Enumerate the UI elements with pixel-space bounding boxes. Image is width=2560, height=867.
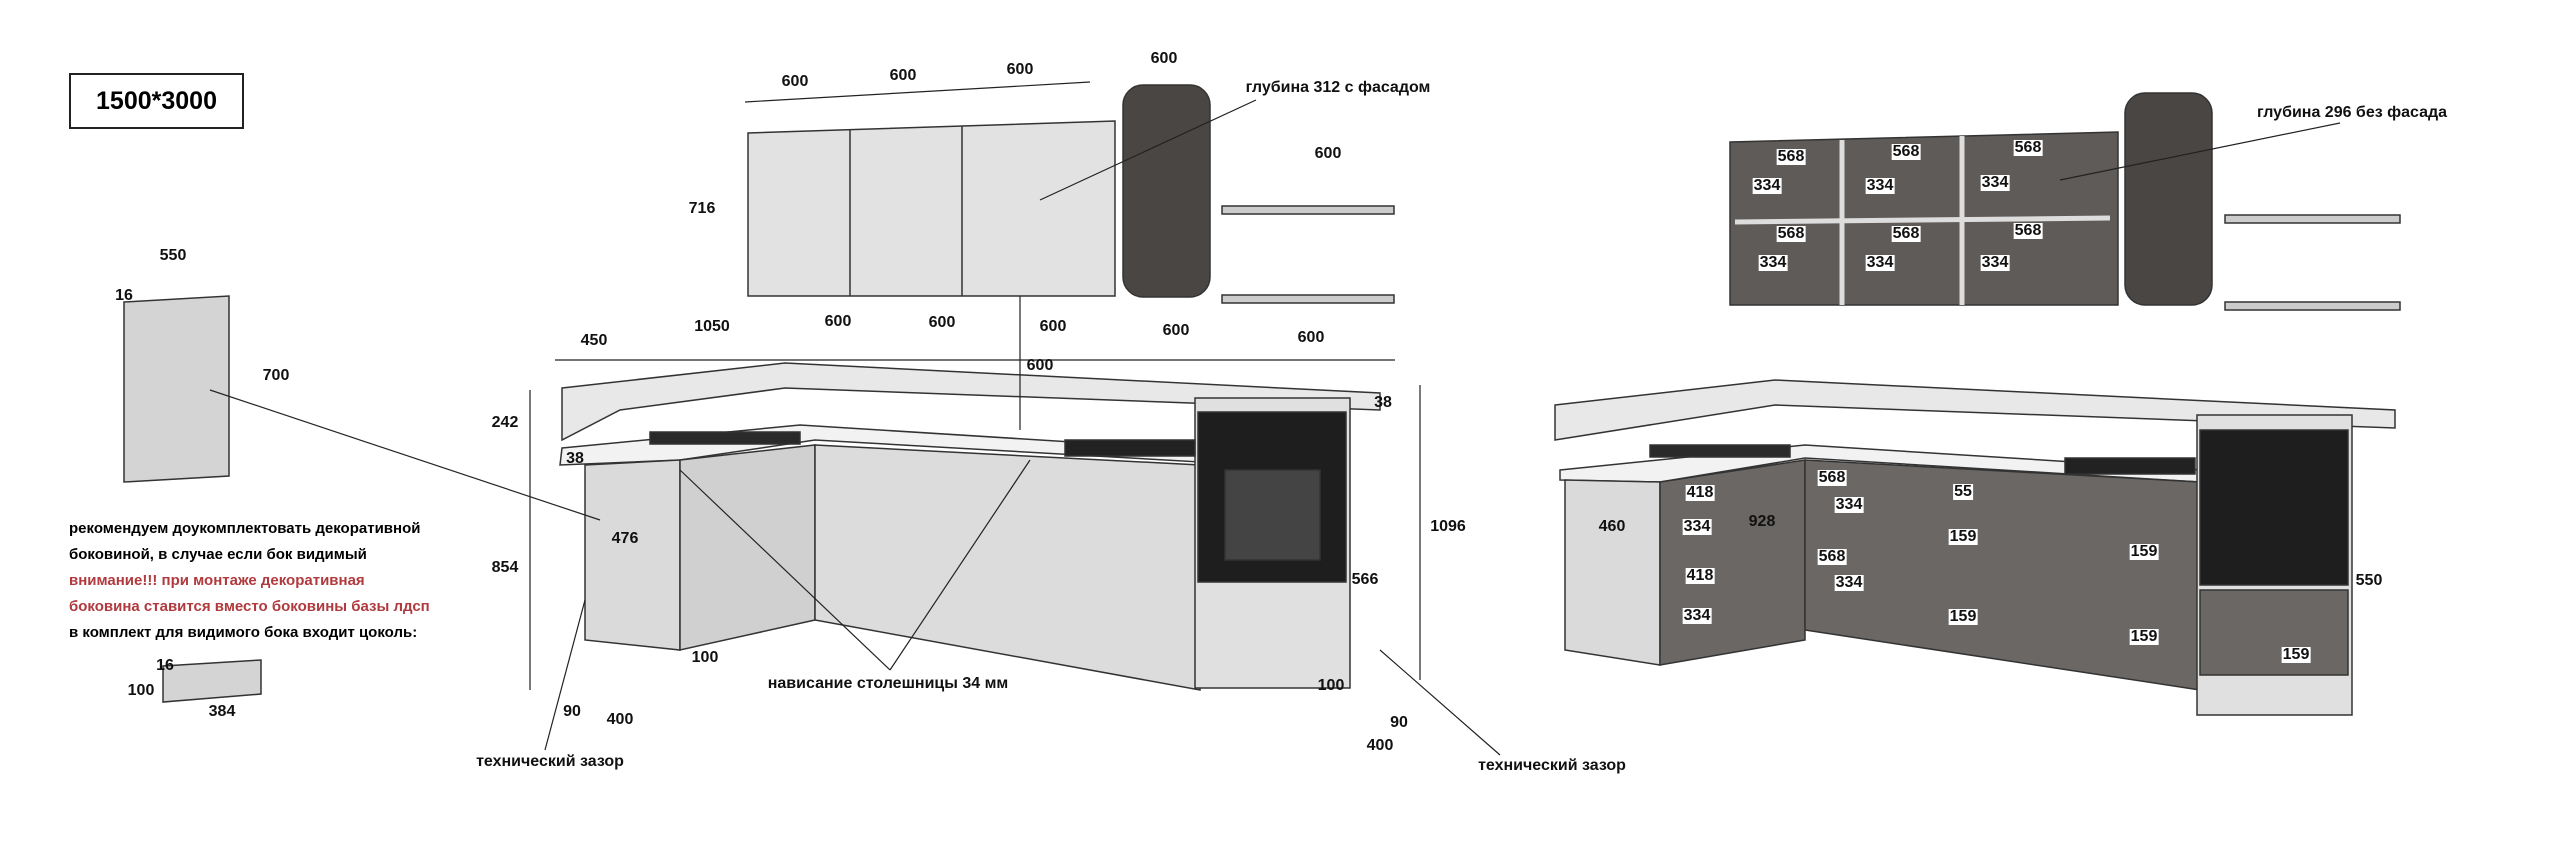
dim-base-right: 159 (1948, 608, 1978, 625)
dim-base-width: 600 (928, 314, 956, 331)
upper-depth-note-right: глубина 296 без фасада (2256, 104, 2448, 121)
dim-inner-height: 334 (1758, 254, 1788, 271)
dim-inner-width: 568 (1891, 143, 1921, 160)
dim-upper-width: 600 (889, 67, 917, 84)
dim-base-right: 460 (1598, 518, 1626, 535)
dim-gap-left: 90 (563, 703, 581, 720)
plinth-thickness: 16 (156, 657, 174, 674)
warning-line: внимание!!! при монтаже декоративная (69, 572, 365, 589)
dim-inner-width: 568 (2013, 139, 2043, 156)
dim-base-width: 600 (1297, 329, 1325, 346)
side-panel-width: 550 (159, 247, 187, 264)
upper-depth-note-left: глубина 312 с фасадом (1245, 79, 1431, 96)
shelf-right-2 (2224, 301, 2401, 311)
dim-inner-height: 334 (1752, 177, 1782, 194)
dim-base-right: 159 (2281, 646, 2311, 663)
dim-overhang-right: 38 (1374, 394, 1392, 411)
recommendation-note: рекомендуем доукомплектовать декоративно… (69, 516, 430, 646)
dim-base-height: 854 (491, 559, 519, 576)
warning-line: боковина ставится вместо боковины базы л… (69, 598, 430, 615)
dim-base-right: 334 (1834, 574, 1864, 591)
dim-base-right: 334 (1682, 607, 1712, 624)
dim-upper-width: 600 (781, 73, 809, 90)
sink-right (1649, 444, 1791, 458)
side-panel (123, 295, 230, 483)
dim-gap-height: 600 (1026, 357, 1054, 374)
dim-base-right: 334 (1682, 518, 1712, 535)
shelf-right-1 (2224, 214, 2401, 224)
dim-base-right: 928 (1748, 513, 1776, 530)
dim-base-width: 600 (824, 313, 852, 330)
side-panel-height: 700 (262, 367, 290, 384)
backsplash-left (561, 362, 1381, 442)
dim-base-right: 418 (1685, 567, 1715, 584)
dim-base-right: 568 (1817, 548, 1847, 565)
dim-gap-right: 400 (1366, 737, 1394, 754)
dim-gap-left: 400 (606, 711, 634, 728)
base-cabinets-left (584, 459, 681, 651)
dim-inner-width: 568 (1776, 225, 1806, 242)
dim-base-right: 418 (1685, 484, 1715, 501)
dim-base-width: 450 (580, 332, 608, 349)
dim-inner-height: 334 (1980, 254, 2010, 271)
dim-upper-width: 600 (1006, 61, 1034, 78)
oven-right (2199, 429, 2349, 586)
shelf-left-2 (1221, 294, 1395, 304)
dim-oven-depth: 566 (1351, 571, 1379, 588)
dim-base-width: 1050 (694, 318, 730, 335)
dim-inner-height: 334 (1980, 174, 2010, 191)
dim-gap-right: 90 (1390, 714, 1408, 731)
note-line: рекомендуем доукомплектовать декоративно… (69, 520, 421, 537)
plinth-height: 100 (127, 682, 155, 699)
tech-gap-note: технический зазор (1478, 757, 1626, 774)
dim-upper-height: 716 (688, 200, 716, 217)
side-panel-thickness: 16 (115, 287, 133, 304)
dim-base-right: 159 (1948, 528, 1978, 545)
dim-side-depth: 476 (611, 530, 639, 547)
sink-left (649, 431, 801, 445)
plinth-length: 384 (208, 703, 236, 720)
dim-base-right: 159 (2129, 628, 2159, 645)
dim-inner-width: 568 (1891, 225, 1921, 242)
dim-base-right: 159 (2129, 543, 2159, 560)
overhang-note: нависание столешницы 34 мм (767, 675, 1009, 692)
note-line: боковиной, в случае если бок видимый (69, 546, 367, 563)
dim-base-right: 550 (2355, 572, 2383, 589)
dim-inner-height: 334 (1865, 177, 1895, 194)
dim-hood-width: 600 (1150, 50, 1178, 67)
dim-plinth-left: 100 (691, 649, 719, 666)
dim-tall-height: 1096 (1430, 518, 1466, 535)
size-label: 1500*3000 (69, 73, 244, 129)
dim-shelf-width: 600 (1314, 145, 1342, 162)
dim-base-right: 55 (1953, 483, 1973, 500)
tech-gap-note: технический зазор (476, 753, 624, 770)
backsplash-right (1554, 379, 2396, 441)
hood-right (2124, 92, 2213, 306)
hood-left (1122, 84, 1211, 298)
note-line: в комплект для видимого бока входит цоко… (69, 624, 418, 641)
hob-right (2064, 457, 2196, 475)
dim-backsplash: 242 (491, 414, 519, 431)
dim-inner-height: 334 (1865, 254, 1895, 271)
dim-inner-width: 568 (2013, 222, 2043, 239)
dim-inner-width: 568 (1776, 148, 1806, 165)
dim-base-right: 334 (1834, 496, 1864, 513)
dim-base-width: 600 (1039, 318, 1067, 335)
shelf-left-1 (1221, 205, 1395, 215)
base-cabinets-right (1564, 479, 1661, 666)
dim-base-width: 600 (1162, 322, 1190, 339)
dim-base-right: 568 (1817, 469, 1847, 486)
dim-overhang-left: 38 (566, 450, 584, 467)
hob-left (1064, 439, 1196, 457)
plinth-piece (162, 659, 262, 703)
dim-plinth-right: 100 (1317, 677, 1345, 694)
upper-cabinets-left (747, 120, 1116, 297)
